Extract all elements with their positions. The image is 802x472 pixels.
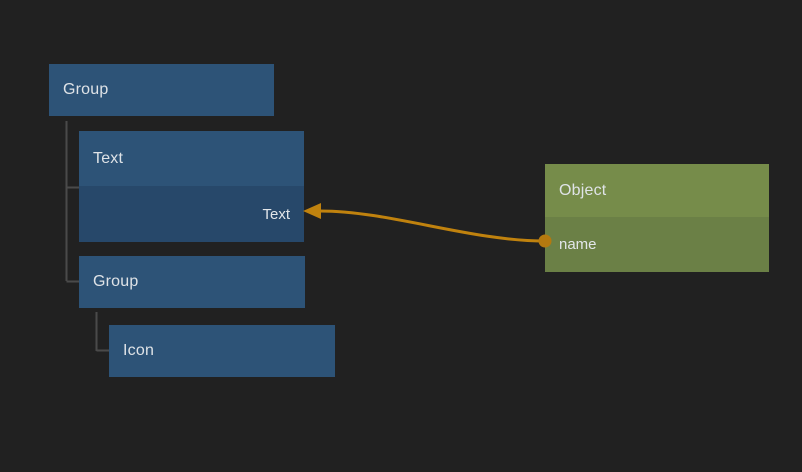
node-object-body: name: [545, 217, 769, 272]
node-text-title: Text: [79, 131, 304, 186]
node-icon[interactable]: Icon: [109, 325, 335, 377]
node-object-output-port-name[interactable]: name: [559, 236, 597, 253]
node-icon-title: Icon: [109, 325, 335, 377]
node-object[interactable]: Object name: [545, 164, 769, 272]
connection-curve-object-name-to-text[interactable]: [318, 209, 547, 243]
node-group-root-title: Group: [49, 64, 274, 116]
node-text-body: Text: [79, 186, 304, 242]
connection-arrowhead-icon: [303, 203, 321, 219]
node-group-child[interactable]: Group: [79, 256, 305, 308]
node-object-title: Object: [545, 164, 769, 217]
node-group-child-title: Group: [79, 256, 305, 308]
node-group-root[interactable]: Group: [49, 64, 274, 116]
node-text-input-port-text[interactable]: Text: [262, 205, 290, 223]
node-text[interactable]: Text Text: [79, 131, 304, 242]
